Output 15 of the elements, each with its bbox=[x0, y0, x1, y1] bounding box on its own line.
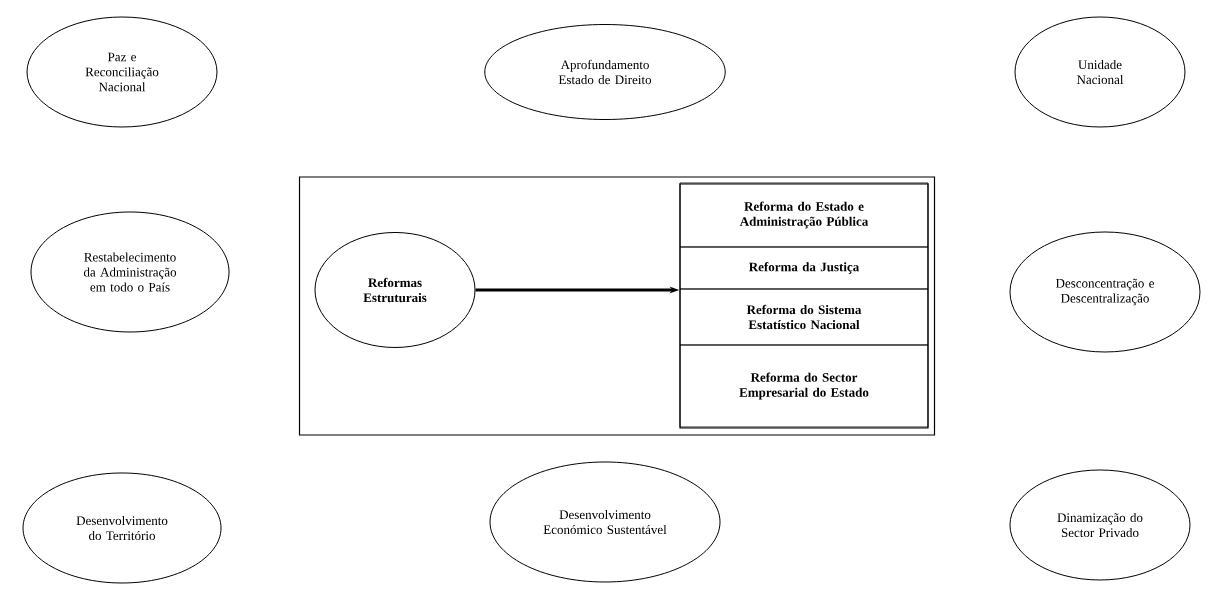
ellipse-node: Paz e Reconciliação Nacional bbox=[26, 16, 218, 128]
ellipse-node: Desenvolvimento Económico Sustentável bbox=[489, 461, 721, 583]
ellipse-node: Desconcentração e Descentralização bbox=[1009, 231, 1201, 353]
ellipse-node: Aprofundamento Estado de Direito bbox=[484, 24, 726, 120]
reform-box: Reforma do Sistema Estatístico Nacional bbox=[679, 288, 929, 346]
reform-box: Reforma do Sector Empresarial do Estado bbox=[679, 344, 929, 428]
ellipse-node: Dinamização do Sector Privado bbox=[1009, 469, 1191, 581]
box-stack bbox=[679, 183, 929, 429]
reform-box: Reforma do Estado e Administração Pública bbox=[679, 182, 929, 248]
ellipse-node: Unidade Nacional bbox=[1014, 16, 1186, 128]
frame-box bbox=[298, 176, 936, 436]
ellipse-node: Restabelecimento da Administração em todo o País bbox=[30, 211, 230, 333]
ellipse-node: Desenvolvimento do Território bbox=[22, 472, 222, 584]
ellipse-node: Reformas Estruturais bbox=[314, 232, 476, 348]
reform-box: Reforma da Justiça bbox=[679, 246, 929, 290]
